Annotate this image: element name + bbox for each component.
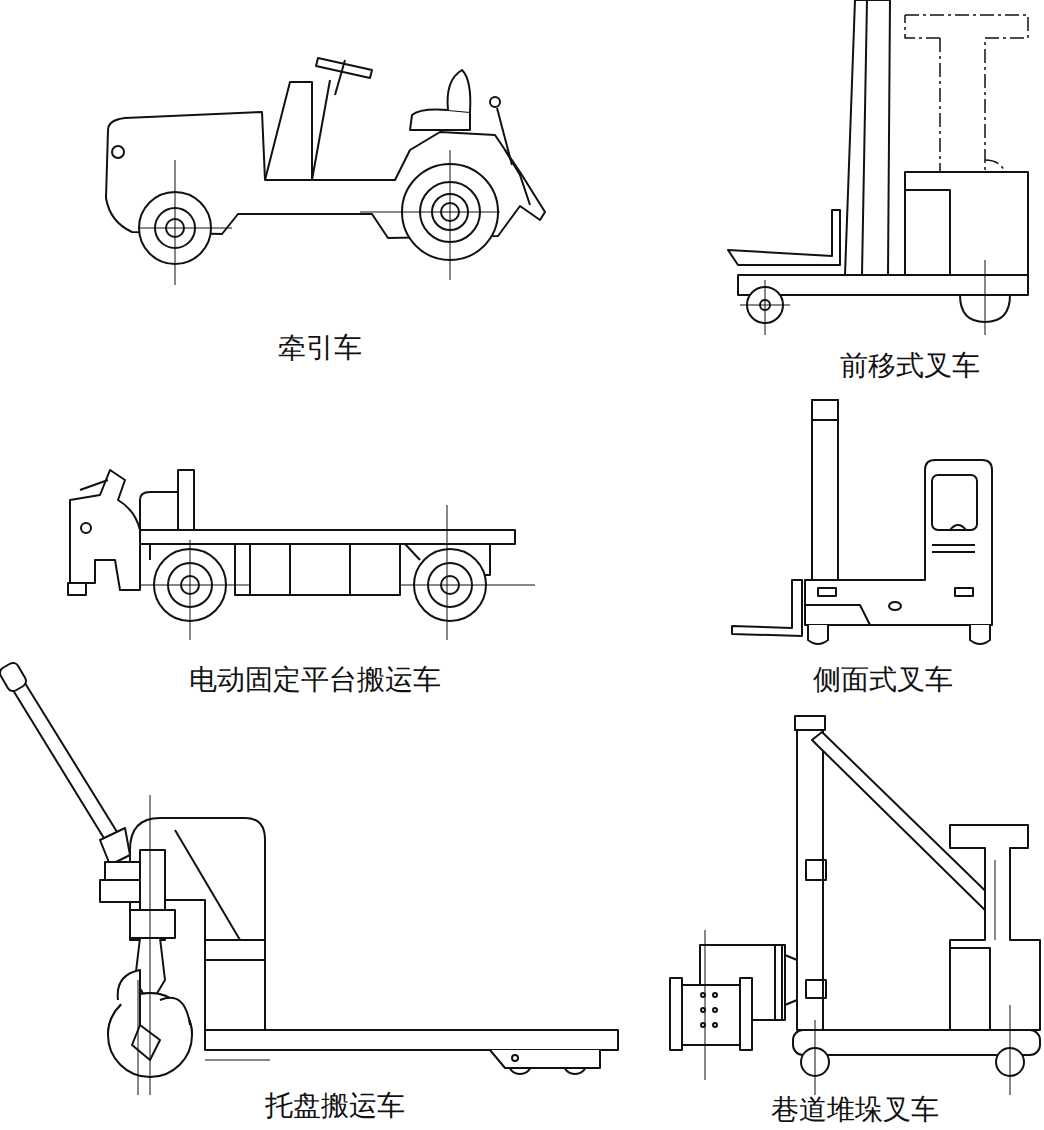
tractor-drawing [106,58,545,285]
reach-forklift-drawing [728,0,1028,335]
stacker-forklift-drawing [670,716,1040,1095]
pallet-truck-caption: 托盘搬运车 [265,1089,405,1123]
reach-forklift-caption: 前移式叉车 [840,349,980,383]
pallet-truck-drawing [0,661,618,1095]
side-forklift-caption: 侧面式叉车 [813,663,953,697]
side-forklift-drawing [732,400,992,644]
platform-truck-caption: 电动固定平台搬运车 [189,663,441,697]
tractor-caption: 牵引车 [278,331,362,365]
stacker-caption: 巷道堆垛叉车 [771,1093,939,1127]
platform-truck-drawing [68,470,535,640]
